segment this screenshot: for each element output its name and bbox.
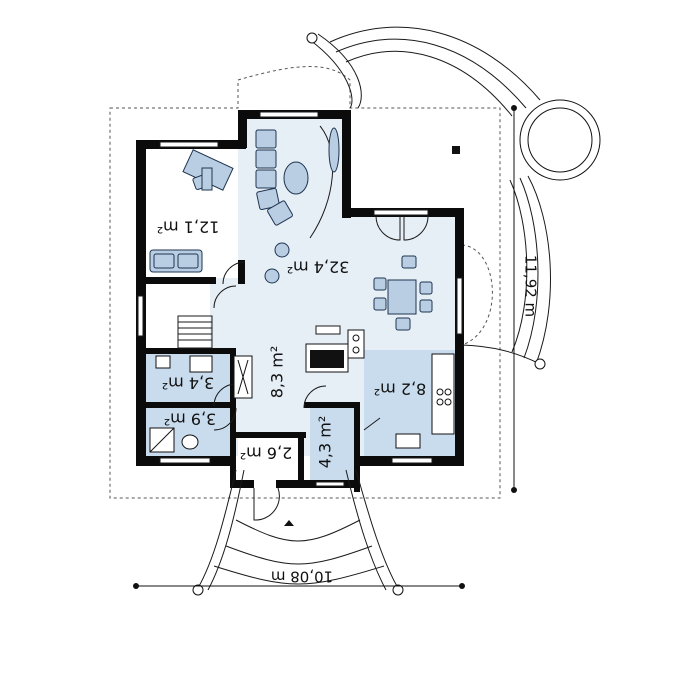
room-label-living: 32,4 m² [287,258,350,277]
entrance-steps [192,469,404,596]
kitchen-counters [395,353,455,449]
depth-dimension-label: 11,92 m [522,255,540,317]
stairs [177,315,213,349]
doors [213,215,429,521]
room-label-utility: 3,4 m² [162,374,215,393]
office-furniture [149,149,234,273]
room-label-pantry: 4,3 m² [316,416,335,469]
room-label-kitchen: 8,2 m² [374,380,427,399]
garden-arc [306,26,601,370]
terrace-outline [461,244,493,346]
kitchen-island [305,325,365,373]
living-furniture [255,125,433,331]
bathroom-fixtures [149,355,253,453]
chimney-marker [452,146,460,154]
depth-dimension-line [511,105,517,493]
room-label-hall: 8,3 m² [268,346,287,399]
room-label-bathroom: 3,9 m² [164,410,217,429]
width-dimension-label: 10,08 m [271,568,333,586]
room-label-vestibule: 2,6 m² [240,444,293,463]
width-dimension-line [133,583,465,589]
pantry-floor [310,408,360,486]
vestibule-floor [238,438,298,488]
roof-outline [109,66,501,499]
room-label-office: 12,1 m² [157,218,220,237]
windows [137,111,463,487]
